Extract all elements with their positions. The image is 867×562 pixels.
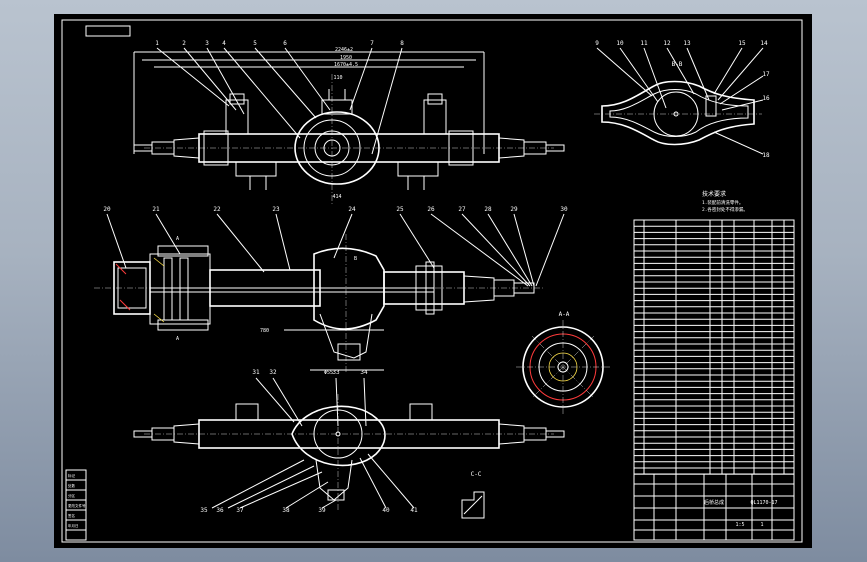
balloon-32: 32 [269,369,277,376]
cad-drawing: 2246±2 1950 1670±4.5 110 414 [61,19,803,543]
parts-list-table [633,219,795,475]
middle-section: A A B 780 Φ55 [94,234,544,376]
section-aa: A-A [516,311,610,414]
balloon-29: 29 [510,206,518,213]
balloon-10: 10 [616,40,624,47]
section-cc-label: C-C [471,471,482,478]
balloon-1: 1 [155,40,159,47]
stamp-label: 年月日 [68,523,79,528]
balloon-2: 2 [182,40,186,47]
section-a-mark: A [176,336,179,342]
balloon-26: 26 [427,206,435,213]
balloon-4: 4 [222,40,226,47]
balloon-8: 8 [400,40,404,47]
balloon-23: 23 [272,206,280,213]
balloon-20: 20 [103,206,111,213]
top-view: 2246±2 1950 1670±4.5 110 414 [133,47,565,204]
stamp-label: 更改文件号 [68,503,86,508]
section-aa-label: A-A [559,311,570,318]
balloon-17: 17 [762,71,770,78]
dim-1950: 1950 [340,55,352,61]
balloon-16: 16 [762,95,770,102]
note-2: 2.各密封处不得渗漏。 [702,206,748,213]
balloon-40: 40 [382,507,390,514]
balloon-38: 38 [282,507,290,514]
balloon-6: 6 [283,40,287,47]
top-balloons: 1 2 3 4 5 6 7 8 [155,40,404,155]
balloon-33: 33 [332,369,340,376]
balloon-36: 36 [216,507,224,514]
section-cc: C-C [461,471,485,519]
balloon-7: 7 [370,40,374,47]
balloon-3: 3 [205,40,209,47]
balloon-12: 12 [663,40,671,47]
mid-balloons: 20 21 22 23 24 25 26 27 28 29 30 [103,206,568,287]
parts-table-frame [633,219,795,475]
balloon-18: 18 [762,152,770,159]
drawing-viewport[interactable]: 2246±2 1950 1670±4.5 110 414 [54,14,812,548]
balloon-27: 27 [458,206,466,213]
title-tag-box [85,25,131,37]
bb-balloons: 9 10 11 12 13 15 14 17 16 18 [595,40,770,159]
section-bb: B-B [594,61,762,146]
dim-phi55: Φ55 [324,370,333,376]
balloon-11: 11 [640,40,648,47]
balloon-35: 35 [200,507,208,514]
balloon-22: 22 [213,206,221,213]
balloon-5: 5 [253,40,257,47]
balloon-28: 28 [484,206,492,213]
dim-2246: 2246±2 [335,47,353,53]
title-block: QL1170-17 后桥总成 1:5 1 [633,473,795,541]
bot-balloons: 31 32 33 34 35 36 37 38 39 40 41 [200,369,418,514]
stamp-label: 分区 [68,493,75,498]
balloon-25: 25 [396,206,404,213]
balloon-41: 41 [410,507,418,514]
balloon-30: 30 [560,206,568,213]
balloon-21: 21 [152,206,160,213]
balloon-37: 37 [236,507,244,514]
dim-110: 110 [333,75,342,81]
drawing-sheet: 1 [760,522,763,528]
stamp-label: 标记 [68,473,75,478]
notes-title: 技术要求 [702,190,726,198]
note-1: 1.装配前清洗零件。 [702,199,743,206]
dim-414: 414 [332,194,341,200]
dim-780: 780 [260,328,269,334]
technical-notes: 技术要求 1.装配前清洗零件。 2.各密封处不得渗漏。 [702,190,748,213]
balloon-31: 31 [252,369,260,376]
bottom-view [133,394,565,510]
balloon-34: 34 [360,369,368,376]
balloon-39: 39 [318,507,326,514]
balloon-9: 9 [595,40,599,47]
balloon-13: 13 [683,40,691,47]
drawing-border [61,19,803,543]
balloon-15: 15 [738,40,746,47]
balloon-24: 24 [348,206,356,213]
section-a-mark-top: A [176,236,179,242]
balloon-14: 14 [760,40,768,47]
drawing-name: 后桥总成 [704,499,724,506]
stamp-label: 处数 [68,483,75,488]
drawing-scale: 1:5 [735,522,744,528]
drawing-number: QL1170-17 [750,500,777,506]
dim-1670: 1670±4.5 [334,62,358,68]
stamp-label: 签名 [68,513,75,518]
section-b-mark: B [354,256,357,262]
